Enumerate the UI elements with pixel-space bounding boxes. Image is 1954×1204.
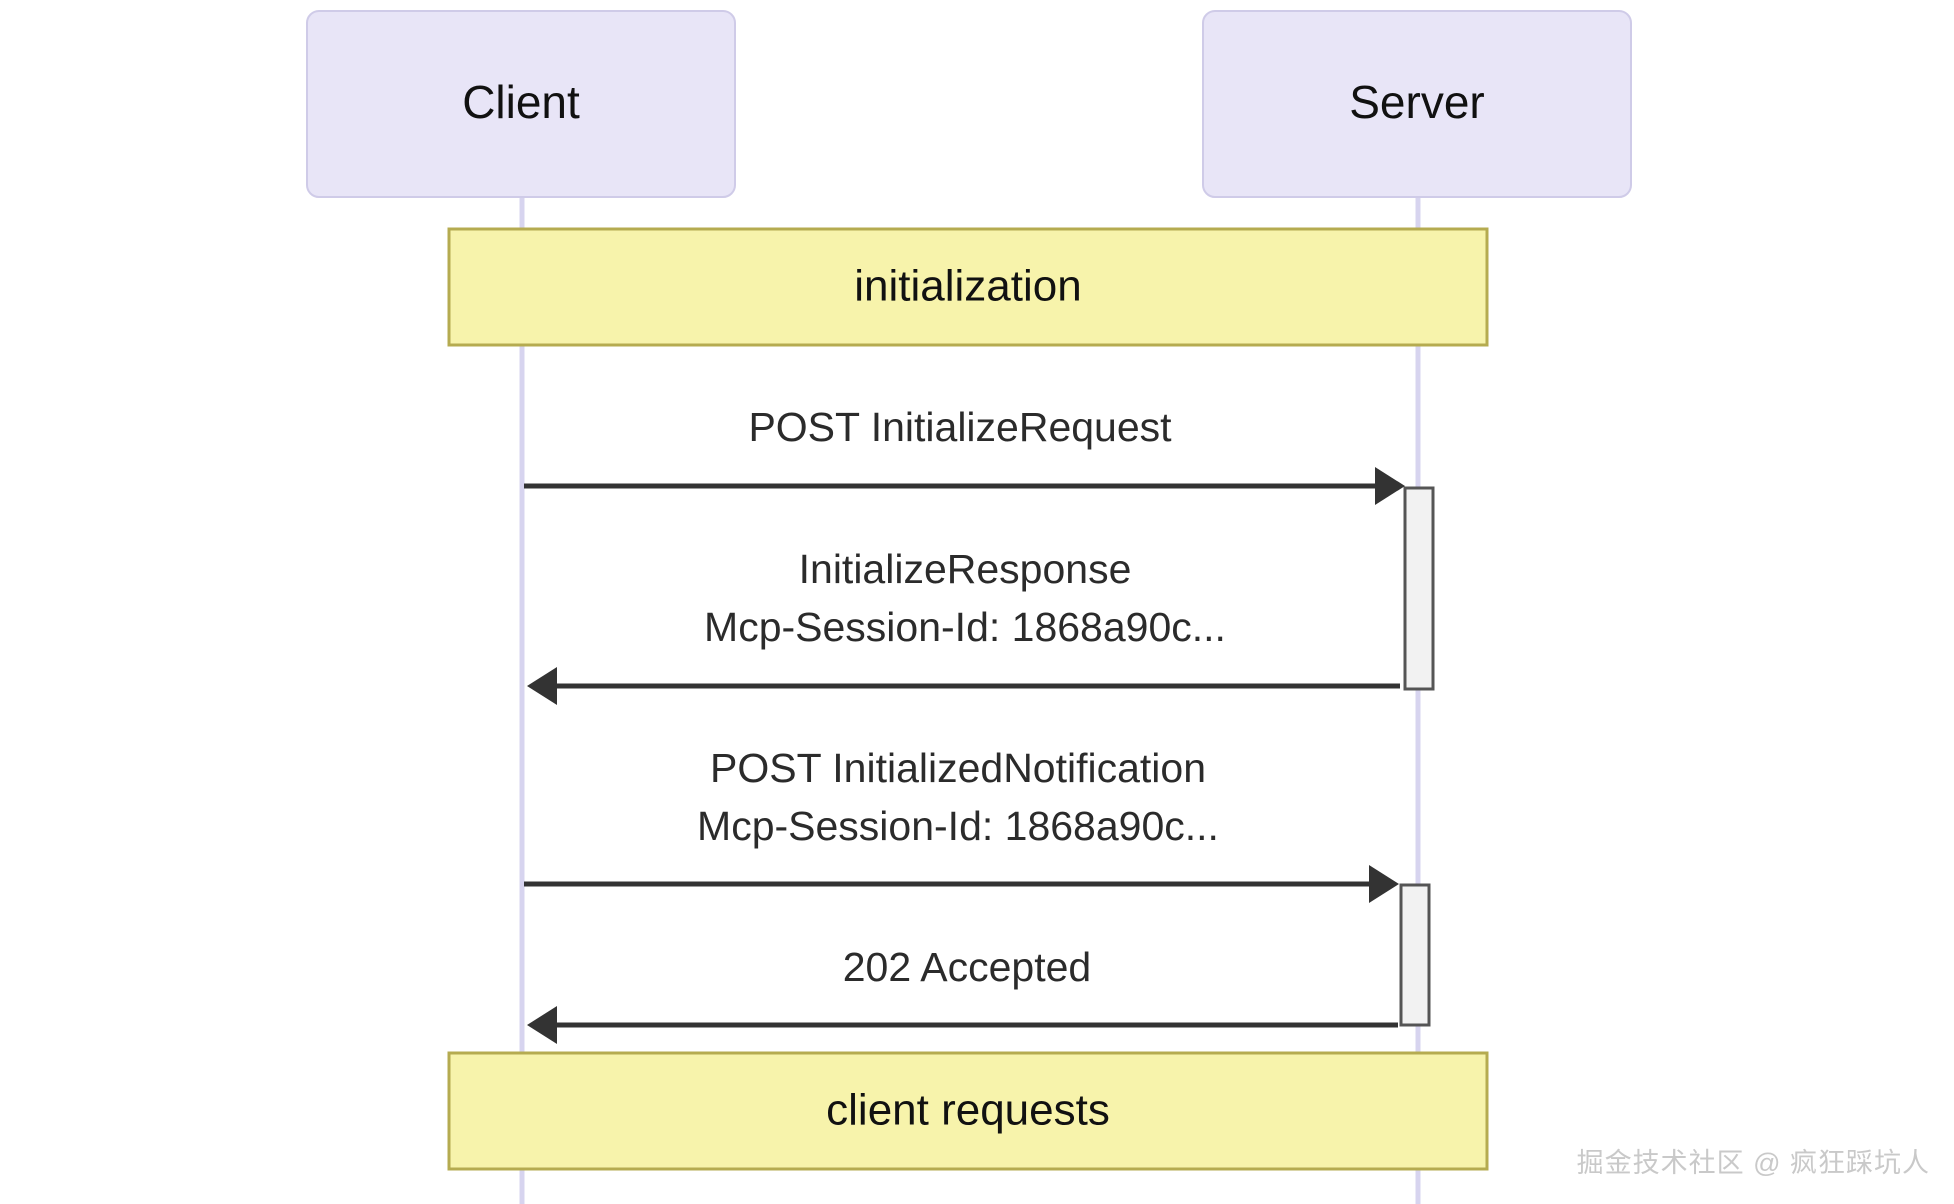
msg-initialize-request: POST InitializeRequest: [524, 404, 1405, 505]
activation-bar-server: [1403, 486, 1435, 691]
activation-bar-server: [1399, 883, 1431, 1027]
participant-box-client[interactable]: [306, 10, 736, 198]
messages-layer: POST InitializeRequestInitializeResponse…: [524, 404, 1405, 1044]
band-initialization-label: initialization: [854, 262, 1081, 311]
lifelines-layer: [519, 197, 1421, 1204]
msg-202-accepted-label-line-1: 202 Accepted: [843, 944, 1091, 990]
participant-label-client: Client: [462, 76, 580, 128]
msg-202-accepted: 202 Accepted: [527, 944, 1398, 1044]
activations-layer: [1399, 486, 1435, 1027]
msg-initialized-notification: POST InitializedNotificationMcp-Session-…: [524, 745, 1399, 903]
msg-initialize-response-arrowhead: [527, 667, 557, 705]
msg-initialize-response-label-line-2: Mcp-Session-Id: 1868a90c...: [704, 604, 1226, 650]
participant-label-server: Server: [1349, 76, 1484, 128]
band-initialization: initialization: [447, 227, 1489, 347]
msg-initialized-notification-label-line-2: Mcp-Session-Id: 1868a90c...: [697, 803, 1219, 849]
msg-initialize-request-arrowhead: [1375, 467, 1405, 505]
band-client-requests: client requests: [447, 1051, 1489, 1171]
msg-initialized-notification-label-line-1: POST InitializedNotification: [710, 745, 1206, 791]
band-client-requests-rect: [447, 1051, 1489, 1171]
band-client-requests-label: client requests: [826, 1086, 1110, 1135]
msg-initialize-response-label-line-1: InitializeResponse: [799, 546, 1132, 592]
participants-layer: Client Server: [306, 10, 1632, 198]
bands-layer: initialization client requests: [447, 227, 1489, 1171]
participant-box-server[interactable]: [1202, 10, 1632, 198]
watermark: 掘金技术社区 @ 疯狂踩坑人: [1576, 1148, 1930, 1178]
msg-initialized-notification-arrowhead: [1369, 865, 1399, 903]
msg-202-accepted-arrowhead: [527, 1006, 557, 1044]
band-initialization-rect: [447, 227, 1489, 347]
msg-initialize-request-label-line-1: POST InitializeRequest: [748, 404, 1172, 450]
participant-server[interactable]: Server: [1202, 10, 1632, 198]
participant-client[interactable]: Client: [306, 10, 736, 198]
